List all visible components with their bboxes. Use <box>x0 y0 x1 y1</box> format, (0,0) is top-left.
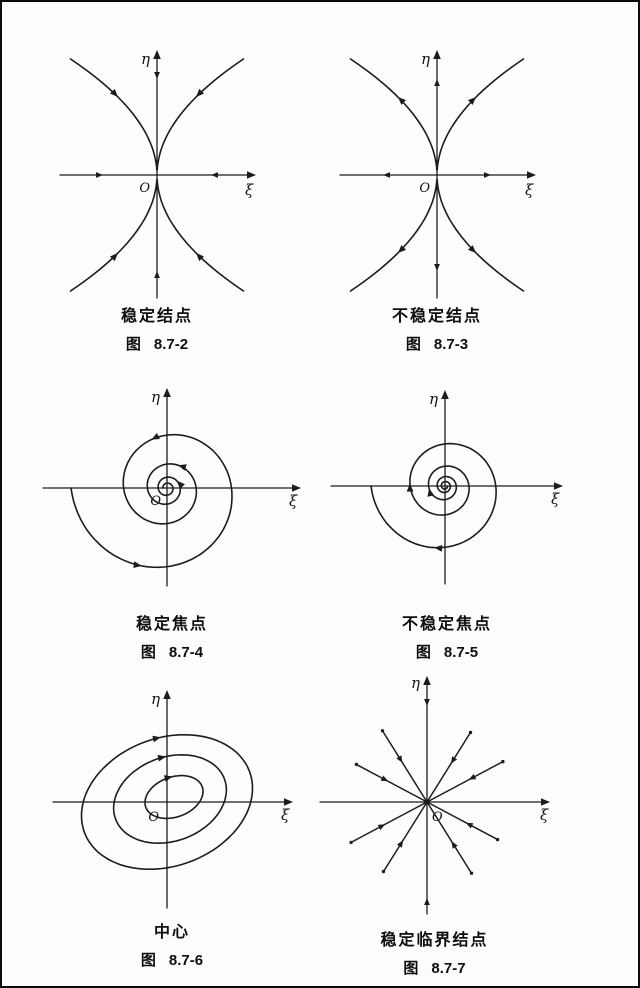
caption-fig-prefix: 图 <box>125 336 141 353</box>
xi-axis-label: ξ <box>540 806 549 824</box>
xi-axis-label: ξ <box>551 490 560 508</box>
phase-portrait-stable-critical-node: η ξ O <box>319 674 550 915</box>
xi-axis-label: ξ <box>245 181 254 199</box>
figure-unstable-focus: η ξ 不稳定焦点 图 8.7-5 <box>327 384 567 670</box>
caption-fig-prefix: 图 <box>405 336 421 353</box>
phase-portrait-stable-focus: η ξ O <box>42 388 301 587</box>
caption-number: 图 8.7-7 <box>312 957 557 978</box>
eta-axis-label: η <box>141 50 150 68</box>
caption-fig-number: 8.7-7 <box>431 960 466 977</box>
caption-title: 稳定结点 <box>120 308 193 325</box>
caption: 中心 图 8.7-6 <box>47 918 297 970</box>
caption: 稳定临界结点 图 8.7-7 <box>312 926 557 978</box>
caption-number: 图 8.7-6 <box>47 949 297 970</box>
caption-fig-number: 8.7-6 <box>168 952 204 969</box>
phase-portrait-stable-node: η ξ O <box>59 50 256 299</box>
caption-fig-number: 8.7-2 <box>153 336 189 353</box>
caption: 稳定结点 图 8.7-2 <box>42 302 272 354</box>
caption-number: 图 8.7-5 <box>327 641 567 662</box>
caption-number: 图 8.7-4 <box>37 641 307 662</box>
figure-unstable-node: η ξ O 不稳定结点 图 8.7-3 <box>322 40 552 380</box>
eta-axis-label: η <box>411 674 420 692</box>
caption-fig-prefix: 图 <box>403 960 419 977</box>
figure-center: η ξ O 中心 图 8.7-6 <box>47 684 297 984</box>
phase-portrait-unstable-node: η ξ O <box>339 50 536 299</box>
caption-title: 中心 <box>153 924 190 941</box>
caption-fig-number: 8.7-3 <box>433 336 469 353</box>
origin-label: O <box>148 810 159 825</box>
eta-axis-label: η <box>151 690 160 708</box>
caption-number: 图 8.7-3 <box>322 333 552 354</box>
caption-fig-number: 8.7-4 <box>168 644 204 661</box>
figure-stable-critical-node: η ξ O 稳定临界结点 图 8.7-7 <box>312 670 557 984</box>
phase-portrait-unstable-focus: η ξ <box>330 390 563 585</box>
caption: 稳定焦点 图 8.7-4 <box>37 610 307 662</box>
xi-axis-label: ξ <box>525 181 534 199</box>
caption-fig-prefix: 图 <box>140 952 156 969</box>
caption: 不稳定焦点 图 8.7-5 <box>327 610 567 662</box>
phase-portrait-center: η ξ O <box>52 690 293 909</box>
caption-title: 稳定临界结点 <box>380 932 489 949</box>
eta-axis-label: η <box>429 390 438 408</box>
origin-label: O <box>419 181 430 196</box>
eta-axis-label: η <box>151 388 160 406</box>
caption-fig-prefix: 图 <box>140 644 156 661</box>
origin-label: O <box>139 181 150 196</box>
caption-fig-prefix: 图 <box>415 644 431 661</box>
figure-stable-node: η ξ O 稳定结点 图 8.7-2 <box>42 40 272 380</box>
xi-axis-label: ξ <box>281 806 290 824</box>
caption: 不稳定结点 图 8.7-3 <box>322 302 552 354</box>
caption-number: 图 8.7-2 <box>42 333 272 354</box>
caption-fig-number: 8.7-5 <box>443 644 479 661</box>
xi-axis-label: ξ <box>289 492 298 510</box>
caption-title: 稳定焦点 <box>135 616 208 633</box>
caption-title: 不稳定结点 <box>391 308 482 325</box>
eta-axis-label: η <box>421 50 430 68</box>
figure-stable-focus: η ξ O 稳定焦点 图 8.7-4 <box>37 380 307 670</box>
caption-title: 不稳定焦点 <box>401 616 492 633</box>
